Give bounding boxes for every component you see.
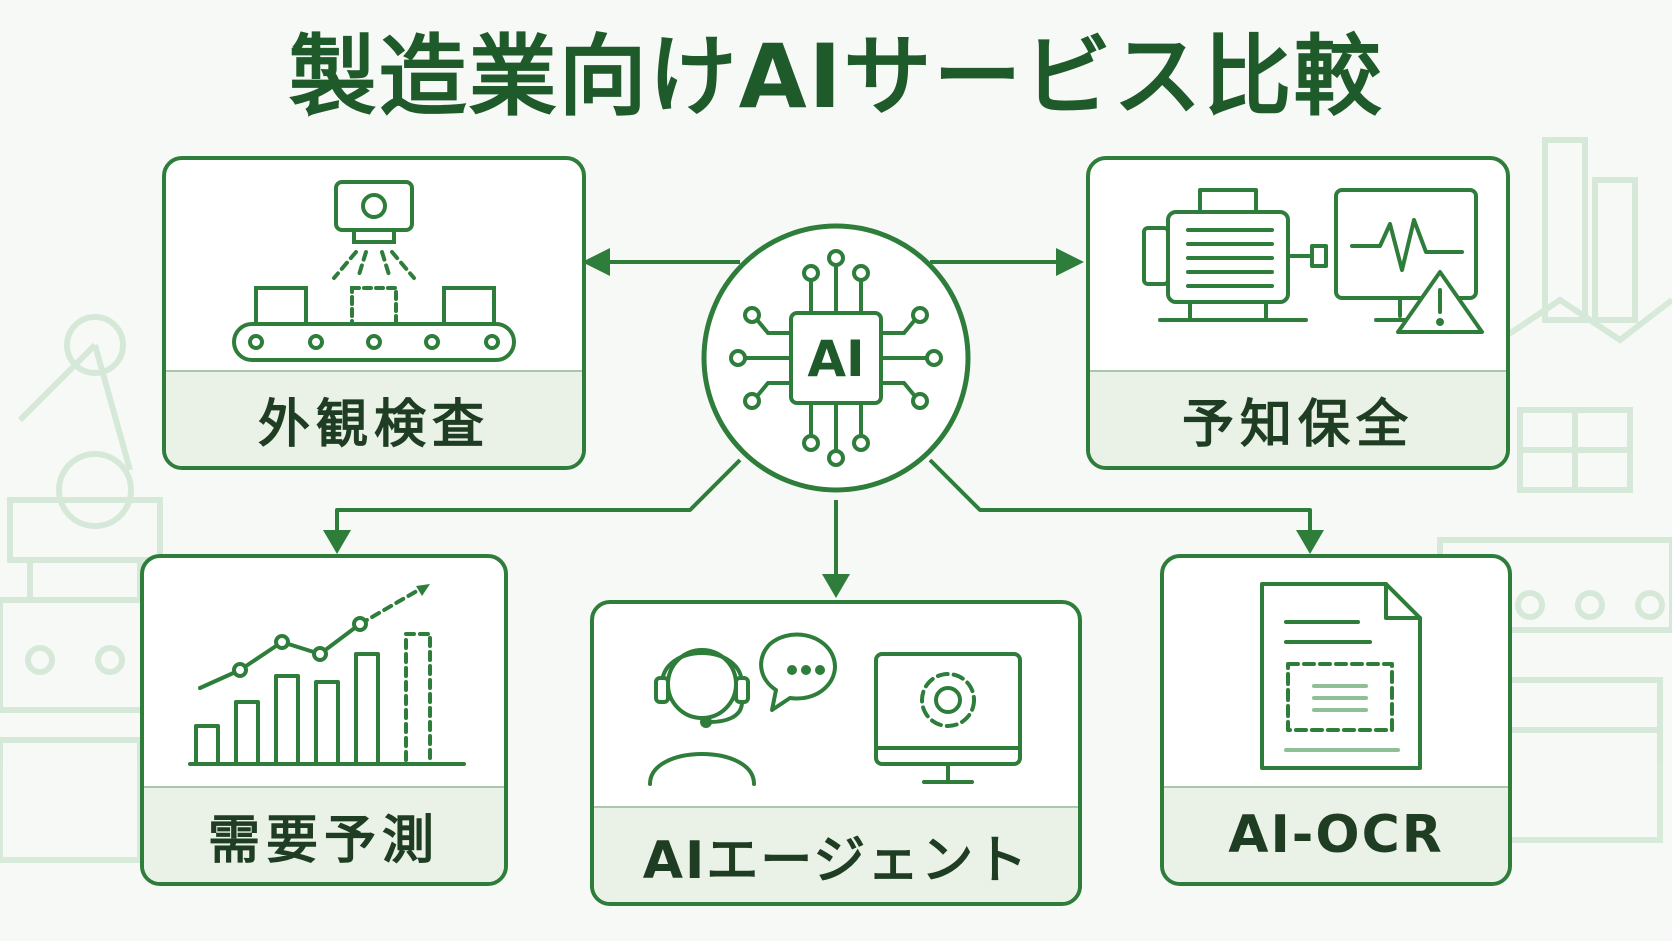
service-card-ai-ocr[interactable]: AI-OCR <box>1160 554 1512 886</box>
ai-chip-icon <box>729 249 943 467</box>
service-card-demand-forecast[interactable]: 需要予測 <box>140 554 508 886</box>
bar-line-chart-icon <box>188 584 466 766</box>
document-scan-icon <box>1260 582 1422 770</box>
arrowhead-demand-forecast <box>323 530 351 554</box>
service-card-visual-inspection[interactable]: 外観検査 <box>162 156 586 470</box>
ai-hub: AI <box>701 223 971 493</box>
service-label-demand-forecast: 需要予測 <box>207 810 440 871</box>
service-card-predictive-maintenance[interactable]: 予知保全 <box>1086 156 1510 470</box>
arrowhead-ai-agent <box>822 574 850 598</box>
service-label-ai-agent: AIエージェント <box>642 830 1030 891</box>
arrowhead-predictive-maintenance <box>1056 248 1084 276</box>
motor-monitor-warning-icon <box>1142 188 1484 334</box>
arrowhead-visual-inspection <box>582 248 610 276</box>
service-card-ai-agent[interactable]: AIエージェント <box>590 600 1082 906</box>
camera-conveyor-icon <box>232 180 516 362</box>
connector-ai-ocr <box>928 458 1312 535</box>
arrowhead-ai-ocr <box>1296 530 1324 554</box>
service-label-predictive-maintenance: 予知保全 <box>1181 394 1414 455</box>
page-title: 製造業向けAIサービス比較 <box>288 25 1384 128</box>
hub-label: AI <box>807 330 864 388</box>
service-label-ai-ocr: AI-OCR <box>1228 805 1444 865</box>
operator-chat-monitor-icon <box>648 632 1022 786</box>
connector-demand-forecast <box>335 458 742 535</box>
service-label-visual-inspection: 外観検査 <box>257 394 490 455</box>
